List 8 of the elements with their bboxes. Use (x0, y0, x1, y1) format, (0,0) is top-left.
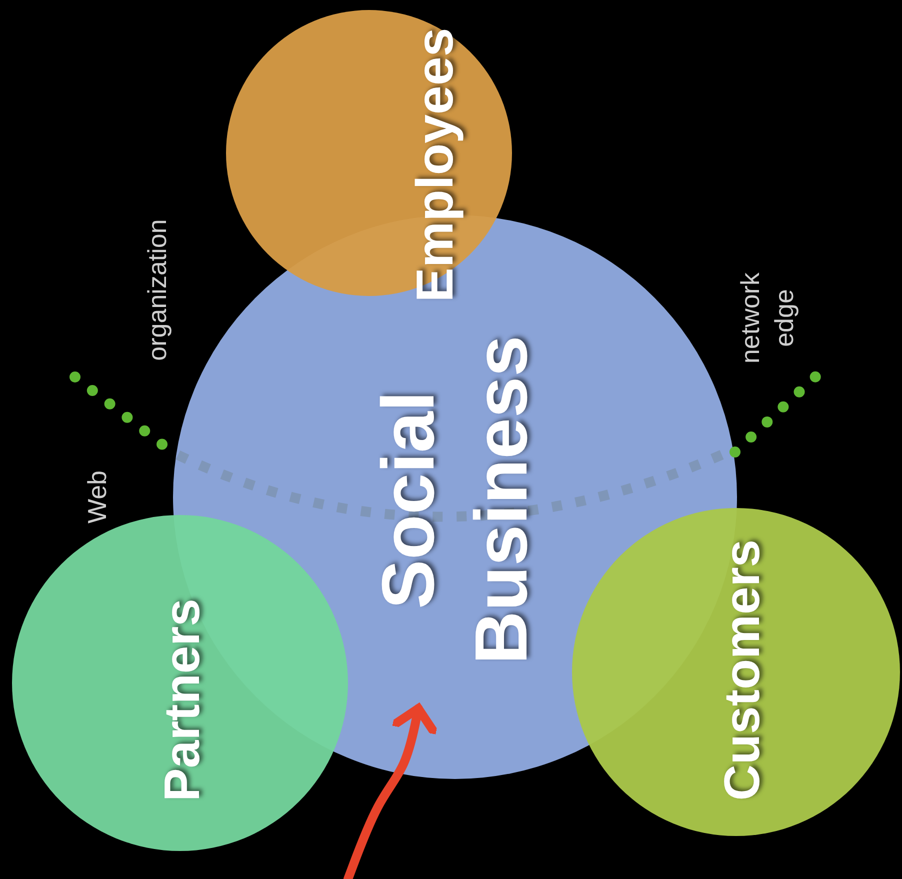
circle-label: Social Business (366, 334, 543, 667)
circle-label: Partners (152, 598, 211, 802)
arrow (344, 704, 438, 879)
side-label: network edge (734, 271, 800, 366)
circle-label: Customers (712, 539, 771, 801)
side-label: organization (141, 219, 174, 361)
circle-label: Employees (406, 28, 466, 302)
side-label: Web (81, 470, 114, 524)
